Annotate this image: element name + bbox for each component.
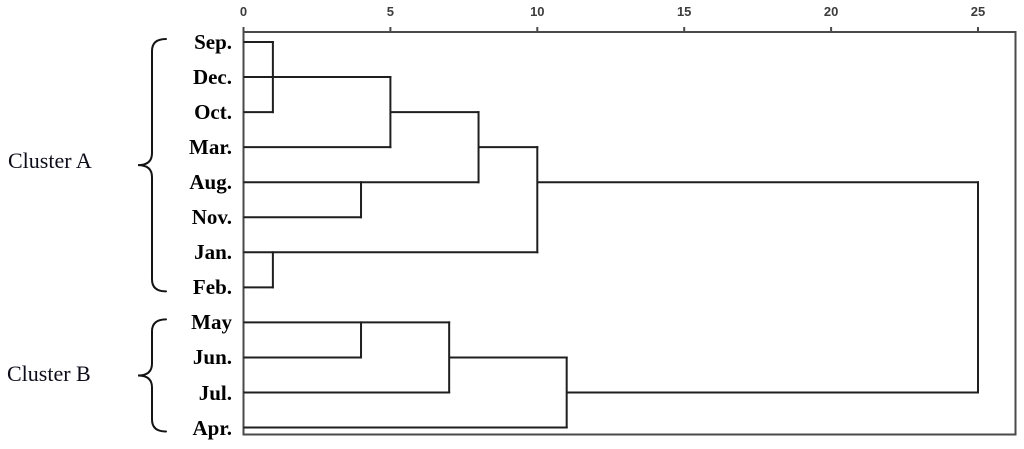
cluster-brace-a <box>137 38 167 293</box>
axis-tick-label-5: 5 <box>386 4 395 19</box>
leaf-label-aug: Aug. <box>189 170 232 195</box>
axis-tick-label-20: 20 <box>823 4 839 19</box>
leaf-label-jan: Jan. <box>194 240 232 265</box>
cluster-brace-b <box>137 318 167 433</box>
leaf-label-mar: Mar. <box>189 135 232 160</box>
axis-tick-label-25: 25 <box>970 4 986 19</box>
axis-tick-label-15: 15 <box>676 4 692 19</box>
cluster-b-label: Cluster B <box>7 361 91 386</box>
leaf-label-dec: Dec. <box>192 65 232 90</box>
leaf-label-may: May <box>191 310 232 335</box>
leaf-label-jul: Jul. <box>198 380 232 405</box>
leaf-label-feb: Feb. <box>192 275 232 300</box>
leaf-label-sep: Sep. <box>194 30 232 54</box>
axis-tick-label-0: 0 <box>239 4 248 19</box>
leaf-label-jun: Jun. <box>192 345 232 370</box>
leaf-label-apr: Apr. <box>192 415 233 440</box>
leaf-label-nov: Nov. <box>191 205 232 230</box>
cluster-a-label: Cluster A <box>8 148 92 173</box>
axis-tick-label-10: 10 <box>530 4 545 19</box>
leaf-label-oct: Oct. <box>194 100 232 125</box>
